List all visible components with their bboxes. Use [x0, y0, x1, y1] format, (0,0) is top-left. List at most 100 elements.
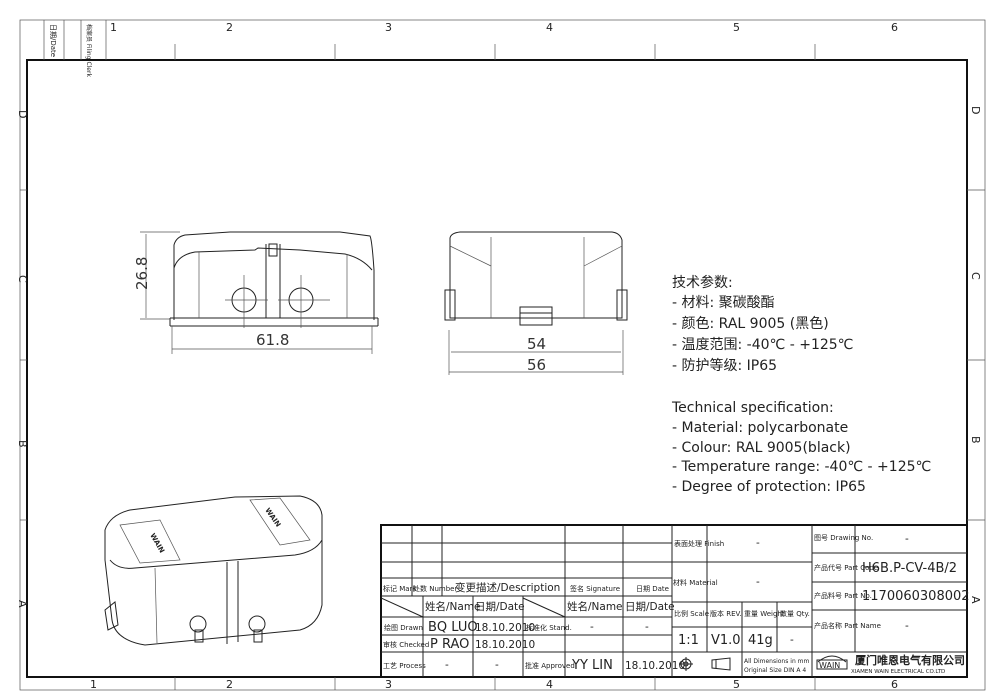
svg-text:1: 1	[110, 21, 117, 34]
spec-cn-line: - 防护等级: IP65	[672, 357, 777, 374]
svg-text:6: 6	[891, 21, 898, 34]
drawing-border	[26, 59, 968, 678]
title-block: 标记 Mark 处数 Number 变更描述/Description 签名 Si…	[380, 524, 970, 677]
svg-text:处数 Number: 处数 Number	[413, 584, 457, 593]
svg-text:18.10.2010: 18.10.2010	[475, 622, 535, 634]
svg-text:日期/Date: 日期/Date	[625, 601, 675, 613]
svg-text:3: 3	[385, 21, 392, 34]
svg-text:标准化 Stand.: 标准化 Stand.	[526, 623, 572, 632]
svg-text:41g: 41g	[748, 633, 773, 648]
svg-text:2: 2	[226, 21, 233, 34]
svg-text:版本 REV.: 版本 REV.	[710, 609, 742, 618]
svg-text:B: B	[16, 440, 29, 448]
spec-cn-title: 技术参数:	[672, 274, 733, 291]
svg-text:-: -	[445, 659, 449, 671]
svg-text:D: D	[969, 106, 982, 114]
svg-text:-: -	[905, 533, 909, 545]
svg-text:3: 3	[385, 678, 392, 691]
svg-text:WAIN: WAIN	[263, 507, 282, 529]
svg-text:签名 Signature: 签名 Signature	[570, 584, 620, 593]
spec-en-line: - Colour: RAL 9005(black)	[672, 440, 851, 456]
front-view: 26.8 61.8	[133, 231, 379, 354]
svg-text:日期/Date: 日期/Date	[475, 601, 525, 613]
svg-text:产品代号 Part Code: 产品代号 Part Code	[814, 563, 878, 572]
drawn-name: BQ LUO	[428, 620, 478, 635]
outer-frame	[19, 19, 986, 691]
svg-text:18.10.2010: 18.10.2010	[475, 639, 535, 651]
wain-logo: WAIN	[816, 655, 848, 670]
dimension-width: 61.8	[256, 331, 289, 349]
spec-en-line: - Temperature range: -40℃ - +125℃	[672, 459, 931, 475]
spec-chinese: 技术参数: - 材料: 聚碳酸酯 - 颜色: RAL 9005 (黑色) - 温…	[672, 274, 853, 374]
svg-text:A: A	[969, 596, 982, 604]
spec-cn-line: - 温度范围: -40℃ - +125℃	[672, 336, 853, 353]
svg-text:A: A	[16, 600, 29, 608]
svg-text:-: -	[790, 634, 794, 646]
side-view: 54 56	[444, 231, 628, 375]
svg-text:1:1: 1:1	[678, 633, 699, 648]
svg-text:姓名/Name: 姓名/Name	[567, 600, 623, 613]
svg-text:B: B	[969, 436, 982, 444]
svg-text:-: -	[590, 621, 594, 633]
svg-text:WAIN: WAIN	[819, 661, 840, 670]
svg-text:材料 Material: 材料 Material	[673, 578, 718, 587]
svg-text:批准 Approved: 批准 Approved	[525, 661, 575, 670]
spec-cn-line: - 材料: 聚碳酸酯	[672, 295, 775, 311]
svg-text:姓名/Name: 姓名/Name	[425, 600, 481, 613]
filing-clerk-label: 档案员 Filing Clerk	[85, 24, 93, 77]
svg-text:All Dimensions in mm: All Dimensions in mm	[744, 658, 809, 665]
dimension-inner-width: 54	[527, 335, 546, 353]
spec-english: Technical specification: - Material: pol…	[671, 400, 931, 495]
svg-text:产品料号 Part No.: 产品料号 Part No.	[814, 591, 872, 600]
svg-text:V1.0: V1.0	[711, 633, 741, 648]
svg-text:-: -	[756, 576, 760, 588]
svg-text:1: 1	[90, 678, 97, 691]
svg-text:图号 Drawing No.: 图号 Drawing No.	[814, 534, 873, 542]
svg-text:-: -	[905, 620, 909, 632]
svg-text:表面处理 Finish: 表面处理 Finish	[674, 539, 724, 548]
zone-markers: 1 2 3 4 5 6 1 2 3 4 5 6 D C B A D C B A	[16, 21, 985, 691]
svg-text:C: C	[16, 275, 29, 283]
svg-text:YY LIN: YY LIN	[571, 658, 613, 673]
svg-text:Original Size DIN A 4: Original Size DIN A 4	[744, 667, 806, 674]
filing-boxes: 日期/Date 档案员 Filing Clerk	[43, 20, 107, 77]
isometric-view: WAIN WAIN	[104, 495, 323, 646]
svg-text:C: C	[969, 272, 982, 280]
dimension-height: 26.8	[133, 257, 151, 290]
filing-date-label: 日期/Date	[49, 24, 57, 57]
svg-text:审核 Checked: 审核 Checked	[383, 640, 429, 649]
svg-text:标记 Mark: 标记 Mark	[383, 584, 417, 593]
svg-text:-: -	[495, 659, 499, 671]
svg-text:2: 2	[226, 678, 233, 691]
svg-text:-: -	[645, 621, 649, 633]
svg-text:-: -	[756, 537, 760, 549]
svg-text:绘图 Drawn: 绘图 Drawn	[384, 623, 423, 632]
spec-en-line: - Degree of protection: IP65	[672, 479, 866, 495]
spec-en-title: Technical specification:	[671, 400, 834, 416]
svg-text:6: 6	[891, 678, 898, 691]
svg-text:产品名称 Part Name: 产品名称 Part Name	[814, 621, 881, 630]
svg-text:变更描述/Description: 变更描述/Description	[455, 581, 560, 594]
svg-text:重量 Weight: 重量 Weight	[744, 610, 785, 618]
svg-text:18.10.2010: 18.10.2010	[625, 660, 685, 672]
projection-symbol-icon	[679, 657, 731, 671]
svg-text:WAIN: WAIN	[148, 532, 166, 555]
spec-en-line: - Material: polycarbonate	[672, 420, 848, 436]
svg-text:D: D	[16, 110, 29, 118]
svg-text:5: 5	[733, 678, 740, 691]
svg-text:比例 Scale: 比例 Scale	[674, 609, 709, 618]
svg-text:P RAO: P RAO	[430, 637, 469, 652]
part-number: 1170060308002	[862, 589, 970, 604]
spec-cn-line: - 颜色: RAL 9005 (黑色)	[672, 315, 829, 332]
svg-text:日期 Date: 日期 Date	[636, 585, 669, 593]
svg-text:工艺 Process: 工艺 Process	[383, 662, 426, 670]
company-name-cn: 厦门唯恩电气有限公司	[855, 653, 965, 667]
svg-text:数量 Qty.: 数量 Qty.	[780, 609, 810, 618]
svg-text:5: 5	[733, 21, 740, 34]
part-code: H6B.P-CV-4B/2	[862, 561, 957, 576]
company-name-en: XIAMEN WAIN ELECTRICAL CO.LTD	[851, 669, 945, 675]
svg-text:4: 4	[546, 21, 553, 34]
svg-text:4: 4	[546, 678, 553, 691]
dimension-outer-width: 56	[527, 356, 546, 374]
